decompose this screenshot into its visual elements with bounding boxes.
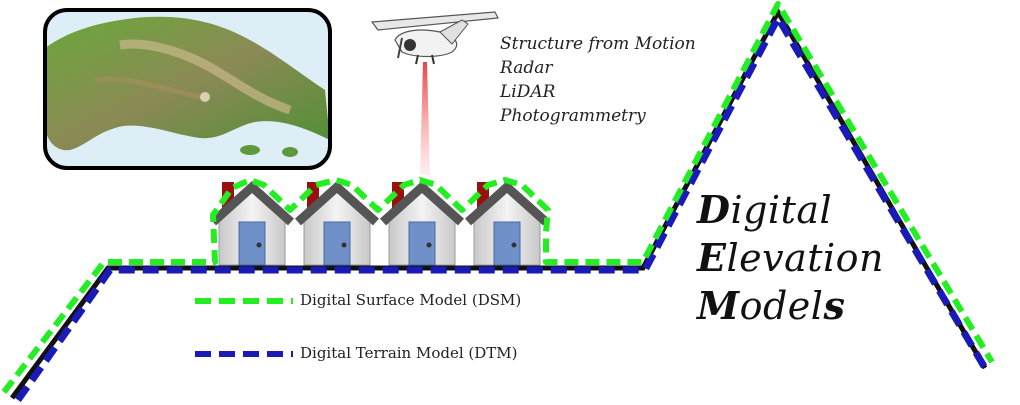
house-icon (379, 180, 465, 266)
method-sfm: Structure from Motion (500, 34, 696, 54)
title-line-3: Models (697, 283, 846, 328)
airplane-icon (370, 11, 499, 65)
method-radar: Radar (500, 58, 553, 78)
legend-dtm-label: Digital Terrain Model (DTM) (300, 344, 518, 362)
acquisition-methods: Structure from Motion Radar LiDAR Photog… (500, 32, 696, 128)
house-icon (294, 180, 380, 266)
sensor-beam (420, 62, 430, 175)
house-icon (209, 180, 295, 266)
title-line-2: Elevation (697, 235, 885, 280)
method-photogrammetry: Photogrammetry (500, 106, 646, 126)
diagram-title: Digital Elevation Models (697, 186, 884, 330)
dtm-line (15, 10, 989, 403)
title-line-1: Digital (697, 187, 833, 232)
house-icon (464, 180, 550, 266)
legend-dsm-label: Digital Surface Model (DSM) (300, 291, 522, 309)
inset-terrain-map (43, 8, 332, 170)
dsm-line (1, 1, 995, 394)
method-lidar: LiDAR (500, 82, 556, 102)
houses (209, 180, 550, 266)
